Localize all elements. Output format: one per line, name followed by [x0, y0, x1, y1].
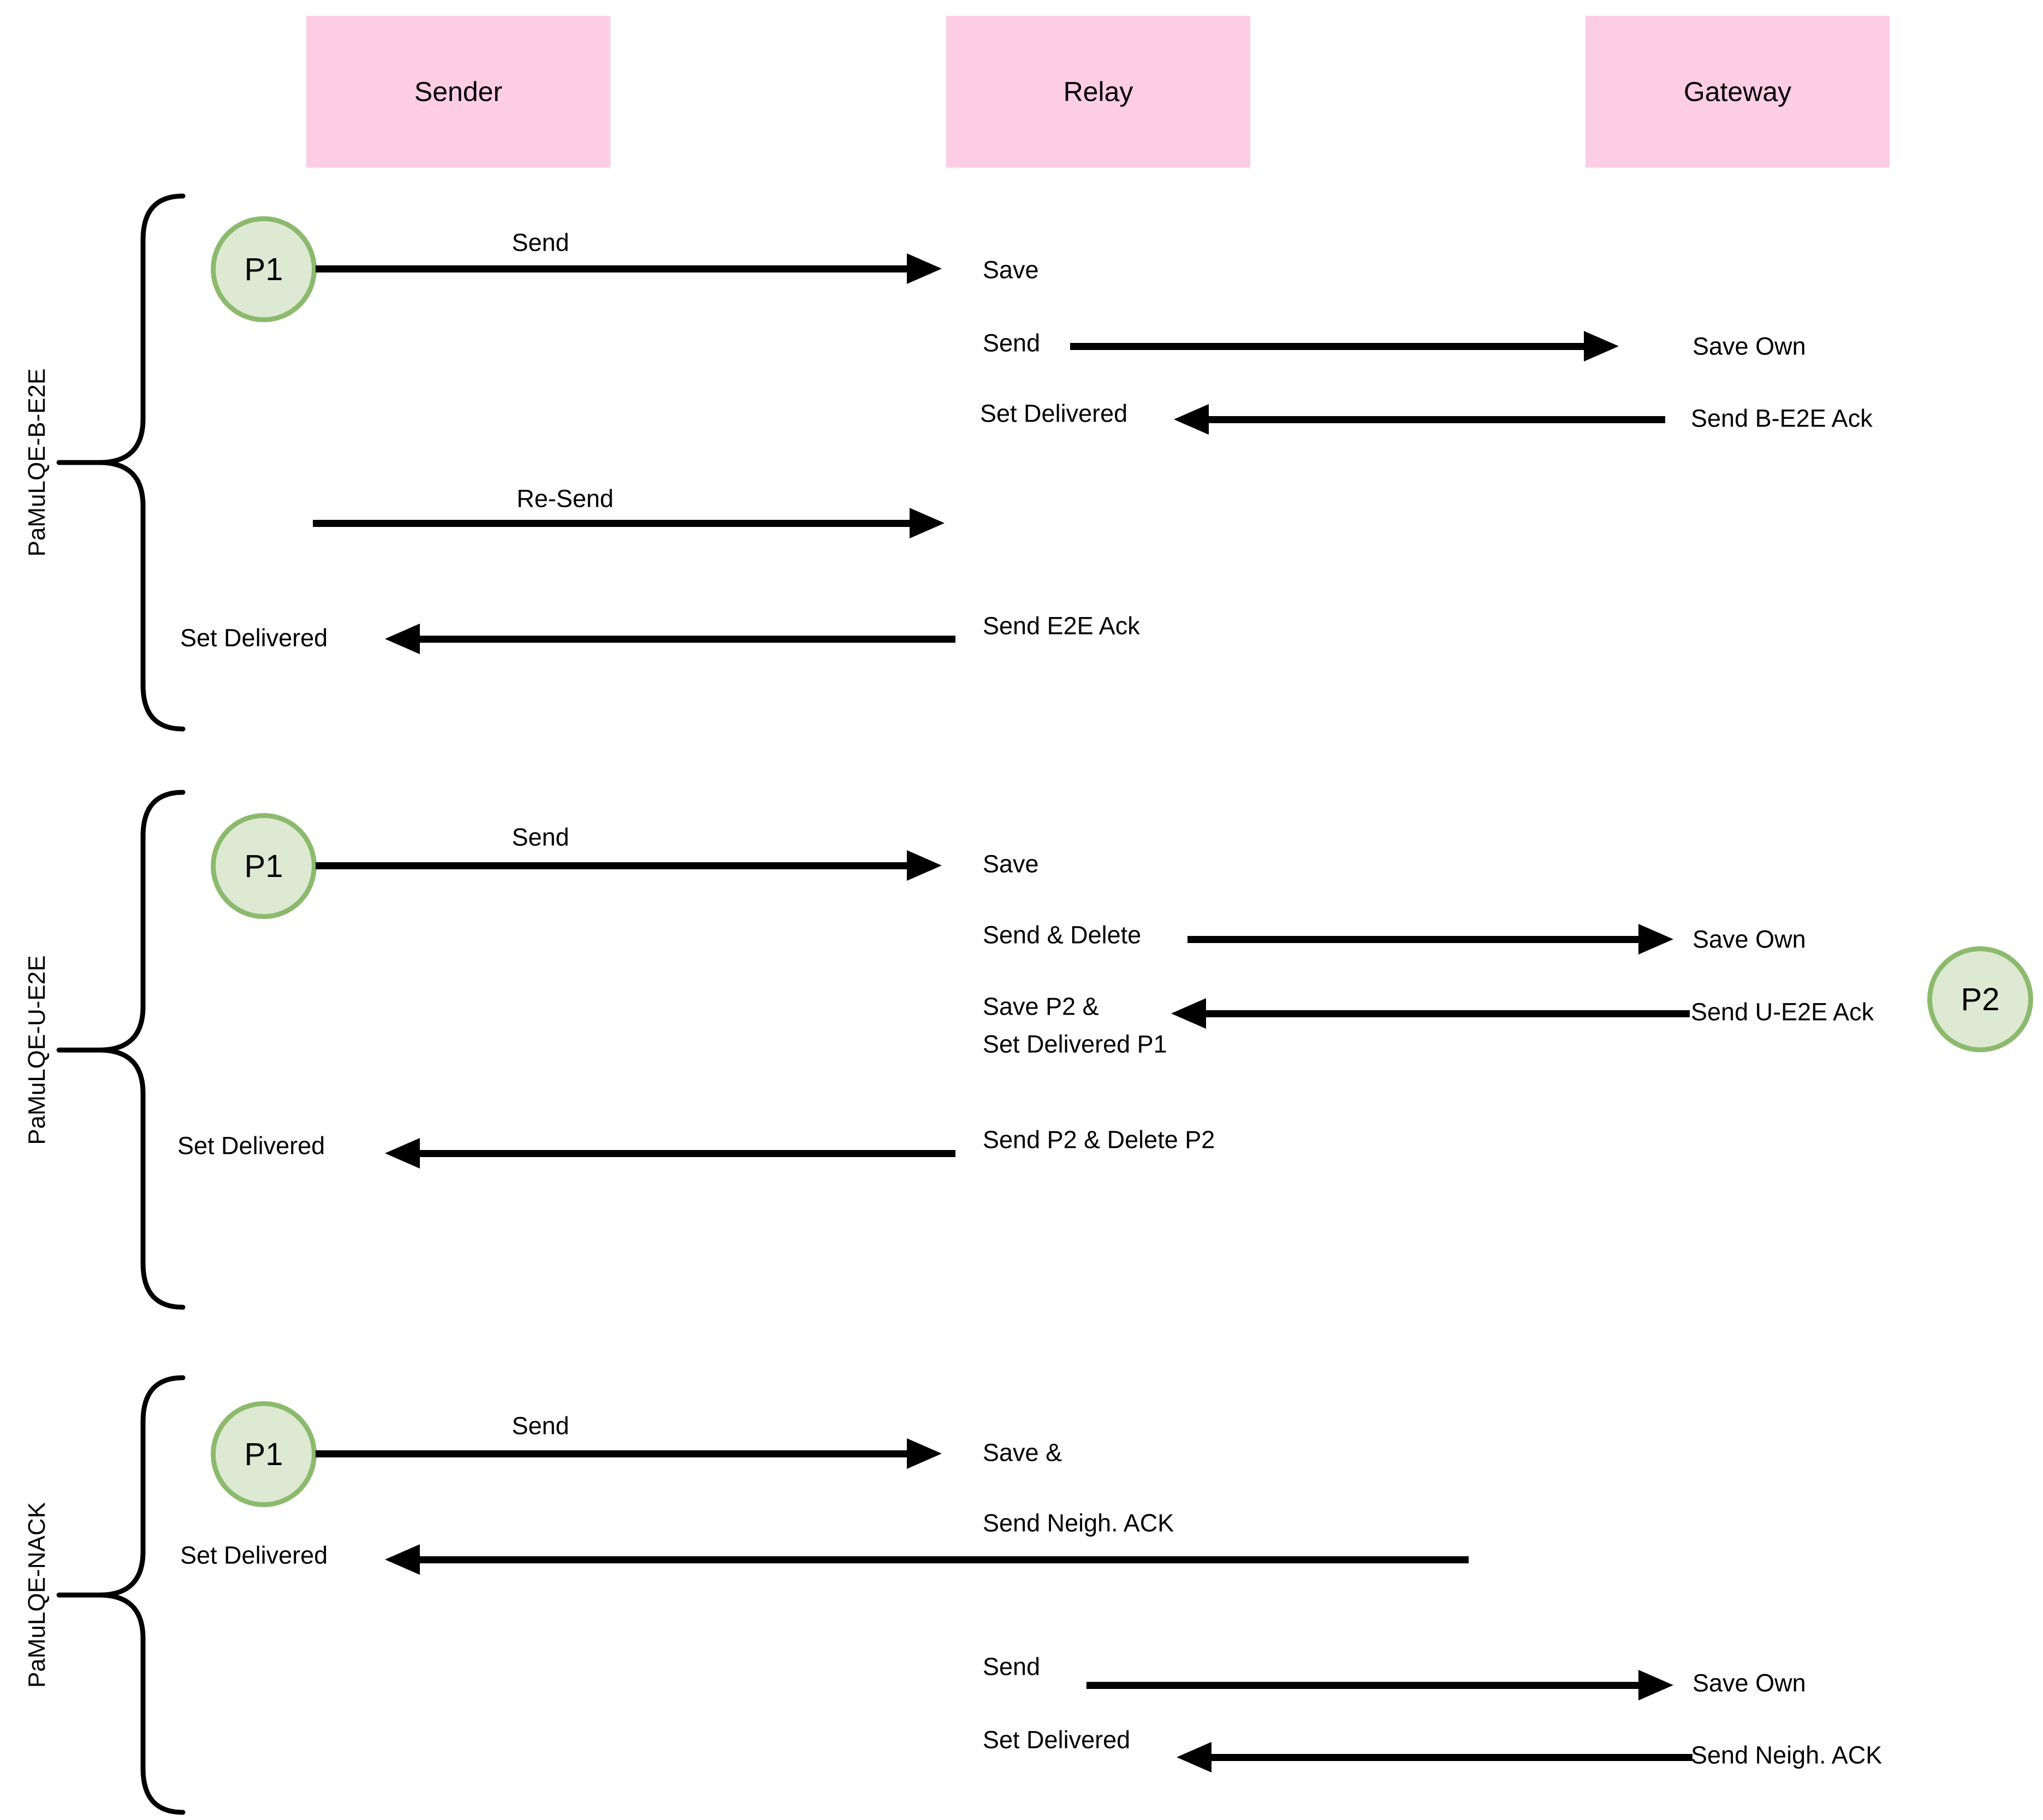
- arrowhead-right-icon: [1638, 924, 1673, 955]
- section-label-b-e2e: PaMuLQE-B-E2E: [23, 368, 50, 557]
- arrowhead-right-icon: [910, 508, 945, 538]
- msg-save-line2-s3: Send Neigh. ACK: [983, 1509, 1174, 1537]
- arrowhead-left-icon: [1171, 998, 1206, 1029]
- msg-set-delivered-sender-s1: Set Delivered: [180, 624, 328, 652]
- msg-save-own-s2: Save Own: [1692, 925, 1806, 953]
- arrowhead-right-icon: [1584, 331, 1619, 361]
- arrow-right-send-s1: [316, 253, 942, 284]
- msg-send-p2-delete-s2: Send P2 & Delete P2: [983, 1125, 1215, 1154]
- msg-send-be2e-ack-s1: Send B-E2E Ack: [1691, 404, 1873, 432]
- arrow-right-relay-gateway-s1: [1070, 331, 1619, 361]
- section-brace-u-e2e: [56, 790, 186, 1310]
- arrowhead-left-icon: [385, 1138, 420, 1169]
- arrowhead-right-icon: [1638, 1670, 1673, 1700]
- packet-circle-p1-s3-label: P1: [244, 1436, 283, 1472]
- lifeline-header-gateway: Gateway: [1585, 16, 1890, 168]
- msg-send-delete-s2: Send & Delete: [983, 921, 1142, 949]
- arrow-right-resend-s1: [313, 508, 945, 538]
- lifeline-header-sender: Sender: [306, 16, 610, 168]
- msg-send-s3: Send: [512, 1412, 569, 1440]
- msg-send2-s1: Send: [983, 329, 1041, 357]
- arrow-shaft: [316, 1450, 913, 1457]
- packet-circle-p1-s3: P1: [211, 1401, 317, 1507]
- packet-circle-p1-s2-label: P1: [244, 848, 283, 884]
- arrowhead-left-icon: [1174, 404, 1209, 435]
- msg-send-s2: Send: [512, 823, 569, 851]
- lifeline-header-relay: Relay: [946, 16, 1250, 168]
- msg-set-delivered-sender-s3: Set Delivered: [180, 1541, 328, 1569]
- msg-save-p2-line1-s2: Save P2 &: [983, 992, 1099, 1021]
- arrow-right-relay-gateway-s3: [1086, 1670, 1673, 1700]
- msg-set-delivered-relay-s3: Set Delivered: [983, 1726, 1131, 1754]
- section-brace-b-e2e: [56, 193, 186, 732]
- msg-send-neigh-ack-s3: Send Neigh. ACK: [1691, 1741, 1882, 1769]
- packet-circle-p1-s2: P1: [211, 813, 317, 919]
- packet-circle-p1-s1-label: P1: [244, 251, 283, 287]
- arrow-left-relay-sender-s2: [385, 1138, 955, 1169]
- brace-path: [97, 1375, 186, 1815]
- lifeline-header-gateway-label: Gateway: [1683, 76, 1792, 107]
- msg-send-e2e-ack-s1: Send E2E Ack: [983, 612, 1140, 640]
- msg-save-s1: Save: [983, 256, 1039, 284]
- msg-save-own-s1: Save Own: [1692, 332, 1806, 360]
- msg-set-delivered-relay-s1: Set Delivered: [980, 399, 1128, 428]
- section-label-nack: PaMuLQE-NACK: [23, 1502, 50, 1688]
- arrow-left-relay-sender-s1: [385, 624, 955, 654]
- arrowhead-right-icon: [907, 850, 942, 881]
- packet-circle-p2-s2: P2: [1927, 946, 2033, 1052]
- lifeline-header-relay-label: Relay: [1063, 76, 1133, 107]
- arrow-right-send-s2: [316, 850, 942, 881]
- arrow-shaft: [316, 862, 913, 869]
- arrow-shaft: [313, 520, 916, 527]
- arrowhead-right-icon: [907, 1438, 942, 1469]
- msg-send-ue2e-ack-s2: Send U-E2E Ack: [1691, 998, 1874, 1026]
- arrow-shaft: [1205, 1754, 1692, 1761]
- msg-save-p2-line2-s2: Set Delivered P1: [983, 1030, 1167, 1058]
- packet-circle-p2-s2-label: P2: [1961, 981, 2000, 1017]
- arrow-shaft: [1202, 416, 1665, 423]
- arrow-shaft: [413, 636, 955, 643]
- arrow-left-gateway-relay-s3: [1177, 1742, 1692, 1772]
- arrowhead-left-icon: [385, 624, 420, 654]
- arrowhead-left-icon: [1177, 1742, 1211, 1772]
- lifeline-header-sender-label: Sender: [414, 76, 503, 107]
- msg-send-s1: Send: [512, 228, 569, 257]
- arrow-shaft: [1070, 343, 1590, 350]
- packet-circle-p1-s1: P1: [211, 216, 317, 322]
- arrowhead-right-icon: [907, 253, 942, 284]
- arrow-shaft: [316, 265, 913, 272]
- arrow-shaft: [413, 1556, 1469, 1563]
- brace-path: [97, 790, 186, 1310]
- msg-resend-s1: Re-Send: [516, 484, 614, 513]
- arrow-right-relay-gateway-s2: [1187, 924, 1673, 955]
- msg-save-line1-s3: Save &: [983, 1438, 1062, 1467]
- msg-set-delivered-sender-s2: Set Delivered: [177, 1131, 325, 1160]
- arrow-shaft: [413, 1150, 955, 1157]
- arrow-shaft: [1187, 936, 1645, 943]
- arrow-left-gateway-relay-s2: [1171, 998, 1690, 1029]
- section-label-u-e2e: PaMuLQE-U-E2E: [23, 955, 50, 1145]
- arrow-shaft: [1199, 1010, 1690, 1017]
- msg-send2-s3: Send: [983, 1652, 1041, 1681]
- arrow-left-relay-sender-s3: [385, 1544, 1469, 1575]
- section-brace-nack: [56, 1375, 186, 1815]
- brace-path: [97, 193, 186, 732]
- arrow-shaft: [1086, 1682, 1645, 1689]
- msg-save-s2: Save: [983, 850, 1039, 878]
- arrowhead-left-icon: [385, 1544, 420, 1575]
- arrow-right-send-s3: [316, 1438, 942, 1469]
- arrow-left-gateway-relay-s1: [1174, 404, 1665, 435]
- msg-save-own-s3: Save Own: [1692, 1669, 1806, 1697]
